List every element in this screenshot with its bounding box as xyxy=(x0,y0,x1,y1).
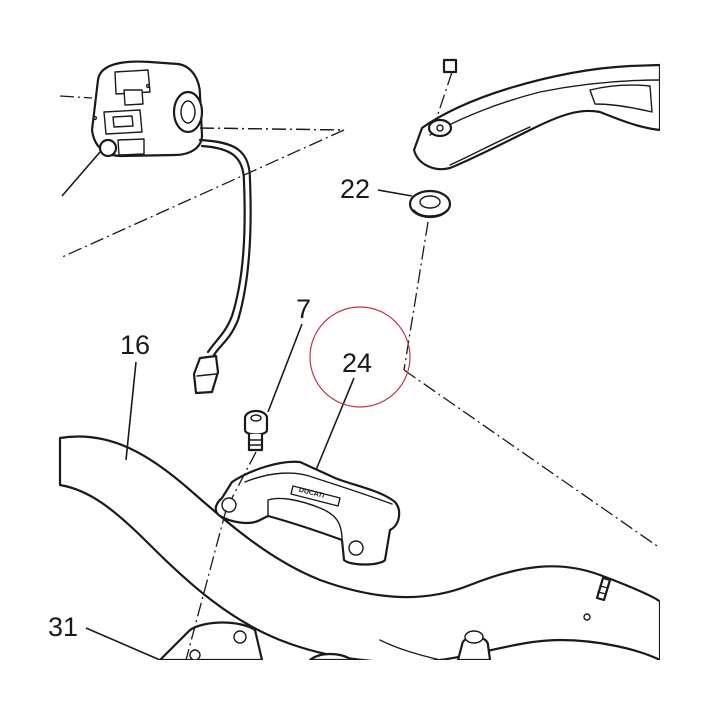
bolt-7 xyxy=(243,409,269,452)
brake-lever xyxy=(412,58,662,171)
switch-housing xyxy=(90,60,204,158)
leader-24 xyxy=(315,377,355,471)
leader-7 xyxy=(267,323,303,413)
lower-clamp xyxy=(158,621,354,662)
washer-22 xyxy=(408,189,452,219)
small-bolt-right xyxy=(456,630,492,662)
callout-31: 31 xyxy=(48,612,78,642)
callout-16: 16 xyxy=(120,330,150,360)
center-lines xyxy=(59,71,661,661)
leader-22 xyxy=(377,189,413,197)
handlebar-clamp-24: DUCATI xyxy=(214,460,401,566)
leader-16 xyxy=(125,361,137,461)
grub-screw xyxy=(583,576,612,621)
leader-switch xyxy=(61,151,101,197)
switch-cable xyxy=(192,138,252,395)
callout-22: 22 xyxy=(340,174,370,204)
callout-24-highlight xyxy=(309,306,411,408)
leader-lines xyxy=(61,151,413,661)
leader-31 xyxy=(85,627,161,661)
callout-24: 24 xyxy=(342,348,372,378)
callout-7: 7 xyxy=(296,294,311,324)
